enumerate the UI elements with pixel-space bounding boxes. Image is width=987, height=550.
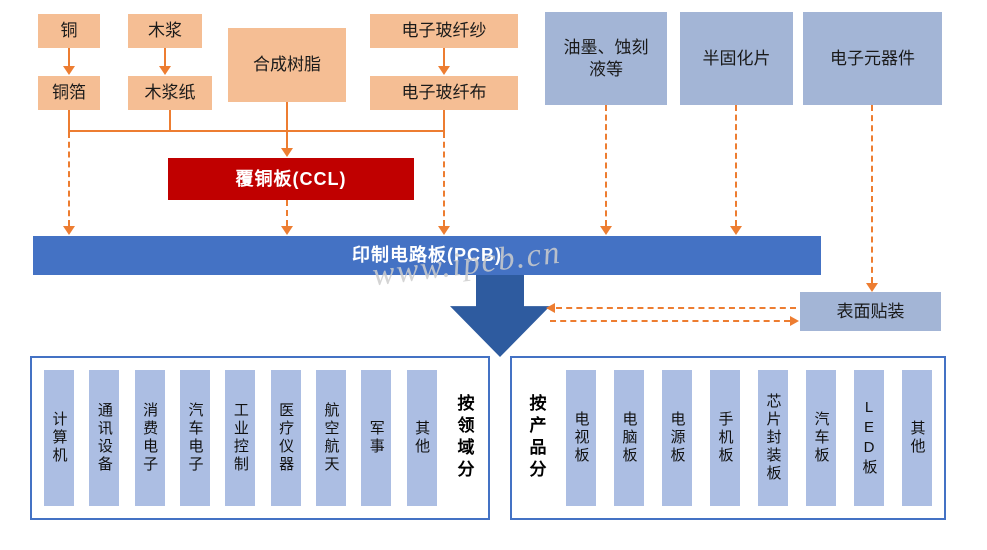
field-item: 通讯设备	[89, 370, 120, 506]
group-by-field-label: 按领域分	[454, 394, 474, 482]
box-ink-etchant: 油墨、蚀刻液等	[545, 12, 667, 105]
box-glass-fiber-yarn: 电子玻纤纱	[370, 14, 518, 48]
dashed-components-to-smt-line	[871, 105, 873, 283]
arrow-pulp-to-paper-line	[164, 48, 166, 67]
box-ccl: 覆铜板(CCL)	[168, 158, 414, 200]
feeder-copper-foil-line	[68, 110, 70, 132]
arrow-copper-to-foil-head-icon	[63, 66, 75, 75]
feeder-cloth-line	[443, 110, 445, 132]
product-item: 电源板	[662, 370, 692, 506]
field-item: 计算机	[44, 370, 74, 506]
arrow-bus-to-ccl-line	[286, 130, 288, 148]
field-item: 汽车电子	[179, 370, 210, 506]
product-item: 汽车板	[806, 370, 836, 506]
dashed-smt-to-arrow-line	[556, 307, 796, 309]
feeder-pulp-paper-line	[169, 110, 171, 132]
dashed-ccl-to-pcb-line	[286, 200, 288, 226]
field-item: 航空航天	[315, 370, 346, 506]
dashed-smt-to-arrow-head-icon	[546, 303, 555, 313]
dashed-cloth-to-pcb-line	[443, 132, 445, 226]
product-item: 其他	[902, 370, 932, 506]
arrow-copper-to-foil-line	[68, 48, 70, 67]
dashed-copper-foil-to-pcb-head-icon	[63, 226, 75, 235]
product-item: 手机板	[710, 370, 740, 506]
group-by-field: 计算机 通讯设备 消费电子 汽车电子 工业控制 医疗仪器 航空航天 军事 其他 …	[30, 356, 490, 520]
box-pcb: 印制电路板(PCB)	[33, 236, 821, 275]
box-smt: 表面贴装	[800, 292, 941, 331]
arrow-pulp-to-paper-head-icon	[159, 66, 171, 75]
dashed-copper-foil-to-pcb-line	[68, 132, 70, 226]
arrow-yarn-to-cloth-head-icon	[438, 66, 450, 75]
box-prepreg: 半固化片	[680, 12, 793, 105]
feeder-resin-line	[286, 102, 288, 132]
field-item: 军事	[361, 370, 392, 506]
box-copper-foil: 铜箔	[38, 76, 100, 110]
group-by-product-label: 按产品分	[526, 394, 546, 482]
arrow-yarn-to-cloth-line	[443, 48, 445, 67]
box-electronic-components: 电子元器件	[803, 12, 942, 105]
field-item: 医疗仪器	[270, 370, 301, 506]
material-bus-line	[68, 130, 445, 132]
field-item: 消费电子	[134, 370, 165, 506]
field-item: 工业控制	[225, 370, 256, 506]
dashed-prepreg-to-pcb-line	[735, 105, 737, 226]
dashed-components-to-smt-head-icon	[866, 283, 878, 292]
product-item: 芯片封装板	[758, 370, 788, 506]
dashed-ccl-to-pcb-head-icon	[281, 226, 293, 235]
dashed-arrow-to-smt-line	[550, 320, 790, 322]
field-item: 其他	[406, 370, 437, 506]
product-item: 电视板	[566, 370, 596, 506]
dashed-prepreg-to-pcb-head-icon	[730, 226, 742, 235]
arrow-bus-to-ccl-head-icon	[281, 148, 293, 157]
group-by-product: 按产品分 电视板 电脑板 电源板 手机板 芯片封装板 汽车板 LED板 其他	[510, 356, 946, 520]
box-glass-fiber-cloth: 电子玻纤布	[370, 76, 518, 110]
big-down-arrow-icon	[450, 275, 550, 357]
box-synthetic-resin: 合成树脂	[228, 28, 346, 102]
product-item: 电脑板	[614, 370, 644, 506]
box-wood-pulp-paper: 木浆纸	[128, 76, 212, 110]
dashed-ink-to-pcb-line	[605, 105, 607, 226]
box-copper: 铜	[38, 14, 100, 48]
box-wood-pulp: 木浆	[128, 14, 202, 48]
dashed-cloth-to-pcb-head-icon	[438, 226, 450, 235]
dashed-arrow-to-smt-head-icon	[790, 316, 799, 326]
product-item: LED板	[854, 370, 884, 506]
dashed-ink-to-pcb-head-icon	[600, 226, 612, 235]
